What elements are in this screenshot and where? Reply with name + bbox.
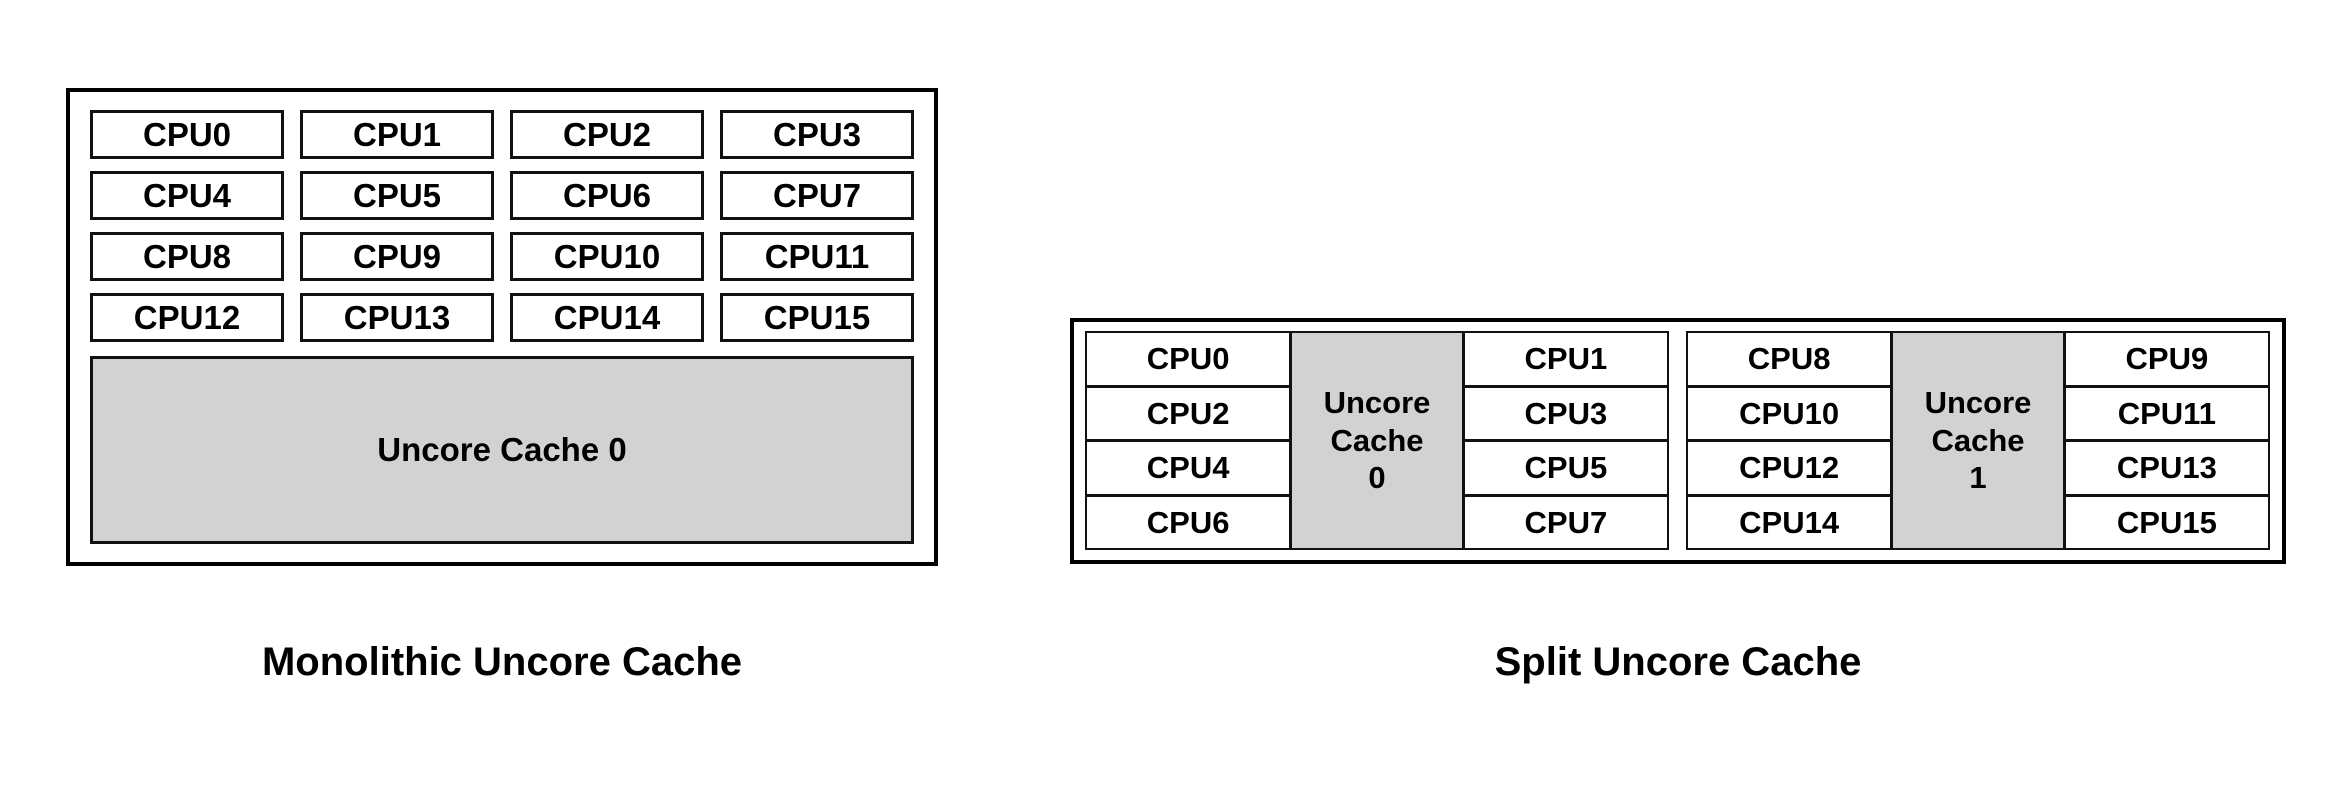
cpu-box-4: CPU4 — [90, 171, 284, 220]
cpu-box-3: CPU3 — [1462, 385, 1669, 441]
split-caption-label: Split Uncore Cache — [1494, 640, 1862, 684]
cpu-box-13: CPU13 — [300, 293, 494, 342]
uncore-cache-1-line2: Cache — [1931, 422, 2025, 458]
uncore-cache-0-line3: 0 — [1368, 460, 1386, 496]
cpu-box-9: CPU9 — [2063, 331, 2270, 387]
cpu-box-10: CPU10 — [1686, 385, 1893, 441]
uncore-cache-0-block: Uncore Cache 0 — [1290, 331, 1464, 550]
cpu-box-14: CPU14 — [1686, 494, 1893, 550]
cpu-box-6: CPU6 — [510, 171, 704, 220]
cpu-box-12: CPU12 — [90, 293, 284, 342]
cpu-box-10: CPU10 — [510, 232, 704, 281]
uncore-cache-0-line2: Cache — [1330, 422, 1424, 458]
cpu-box-11: CPU11 — [720, 232, 914, 281]
cpu-box-15: CPU15 — [720, 293, 914, 342]
uncore-cache-0-line1: Uncore — [1323, 384, 1431, 420]
cpu-box-14: CPU14 — [510, 293, 704, 342]
cpu-box-2: CPU2 — [1085, 385, 1292, 441]
monolithic-diagram: CPU0 CPU1 CPU2 CPU3 CPU4 CPU5 CPU6 CPU7 … — [66, 88, 938, 566]
split-cluster-0: CPU0 CPU2 CPU4 CPU6 Uncore Cache 0 CPU1 … — [1085, 331, 1669, 550]
uncore-cache-1-line3: 1 — [1969, 460, 1987, 496]
split-diagram: CPU0 CPU2 CPU4 CPU6 Uncore Cache 0 CPU1 … — [1070, 318, 2286, 564]
cpu-box-13: CPU13 — [2063, 440, 2270, 496]
cpu-box-11: CPU11 — [2063, 385, 2270, 441]
split-package-frame: CPU0 CPU2 CPU4 CPU6 Uncore Cache 0 CPU1 … — [1070, 318, 2286, 564]
cpu-box-9: CPU9 — [300, 232, 494, 281]
cpu-box-0: CPU0 — [90, 110, 284, 159]
monolithic-caption-label: Monolithic Uncore Cache — [261, 640, 743, 684]
cpu-box-1: CPU1 — [300, 110, 494, 159]
cpu-box-8: CPU8 — [90, 232, 284, 281]
cpu-box-8: CPU8 — [1686, 331, 1893, 387]
cpu-box-15: CPU15 — [2063, 494, 2270, 550]
cpu-box-5: CPU5 — [300, 171, 494, 220]
monolithic-cpu-grid: CPU0 CPU1 CPU2 CPU3 CPU4 CPU5 CPU6 CPU7 … — [90, 110, 914, 342]
cpu-box-2: CPU2 — [510, 110, 704, 159]
cpu-box-7: CPU7 — [720, 171, 914, 220]
uncore-cache-1-line1: Uncore — [1924, 384, 2032, 420]
cpu-box-1: CPU1 — [1462, 331, 1669, 387]
uncore-cache-0-block: Uncore Cache 0 — [90, 356, 914, 544]
cpu-box-7: CPU7 — [1462, 494, 1669, 550]
cpu-box-12: CPU12 — [1686, 440, 1893, 496]
uncore-cache-1-block: Uncore Cache 1 — [1891, 331, 2065, 550]
cpu-box-5: CPU5 — [1462, 440, 1669, 496]
split-cluster-1: CPU8 CPU10 CPU12 CPU14 Uncore Cache 1 CP… — [1686, 331, 2270, 550]
cpu-box-0: CPU0 — [1085, 331, 1292, 387]
monolithic-package-frame: CPU0 CPU1 CPU2 CPU3 CPU4 CPU5 CPU6 CPU7 … — [66, 88, 938, 566]
cpu-box-3: CPU3 — [720, 110, 914, 159]
cpu-box-6: CPU6 — [1085, 494, 1292, 550]
cpu-box-4: CPU4 — [1085, 440, 1292, 496]
